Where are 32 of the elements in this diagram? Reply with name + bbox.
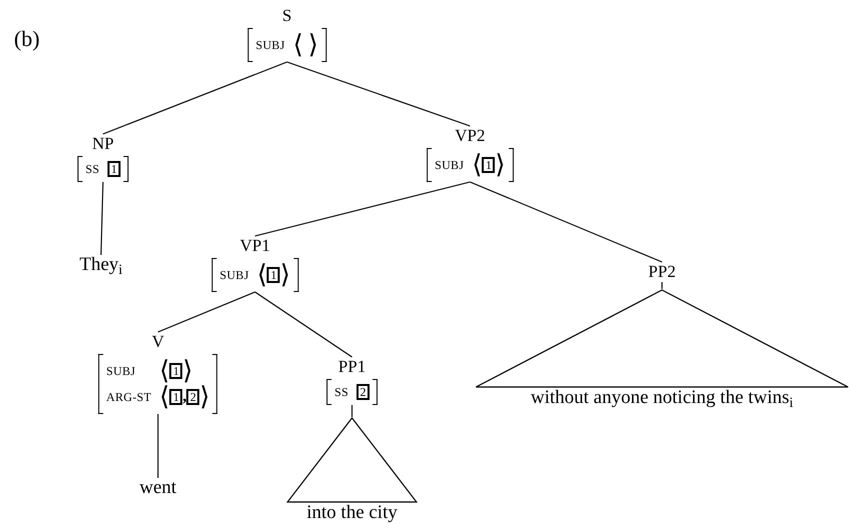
category-label: VP1: [240, 236, 270, 256]
panel-label: (b): [14, 28, 40, 50]
feature-name: SUBJ: [434, 157, 464, 174]
feature-name: ARG-ST: [106, 389, 152, 406]
tree-branch: [351, 405, 353, 417]
leaf-word: into the city: [306, 503, 398, 523]
tree-branch: [157, 414, 159, 478]
feature-value: 2: [356, 384, 370, 400]
category-label: PP2: [648, 262, 676, 282]
category-label: VP2: [454, 126, 486, 146]
feature-value: ⟨ ⟩: [292, 32, 318, 58]
tree-branch: [254, 292, 352, 358]
tree-branch: [470, 182, 662, 262]
tree-branch: [158, 292, 256, 332]
feature-name: SS: [86, 161, 100, 178]
category-label: NP: [92, 134, 114, 154]
category-label: PP1: [338, 357, 366, 377]
feature-name: SUBJ: [220, 267, 249, 284]
feature-name: SUBJ: [256, 37, 285, 54]
tree-branch: [100, 182, 104, 256]
category-label: V: [152, 332, 164, 352]
tree-branch: [254, 181, 470, 237]
tree-branch: [102, 61, 288, 135]
leaf-word: They$_{i}$: [80, 255, 122, 275]
feature-value: 1: [107, 160, 120, 178]
tree-branch: [286, 61, 470, 127]
leaf-word: without anyone noticing the twins$_{i}$: [530, 388, 794, 408]
leaf-word: went: [140, 478, 176, 498]
feature-name: SUBJ: [106, 363, 136, 380]
feature-name: SS: [334, 384, 348, 401]
tree-branch: [661, 282, 663, 289]
category-label: S: [282, 6, 292, 26]
